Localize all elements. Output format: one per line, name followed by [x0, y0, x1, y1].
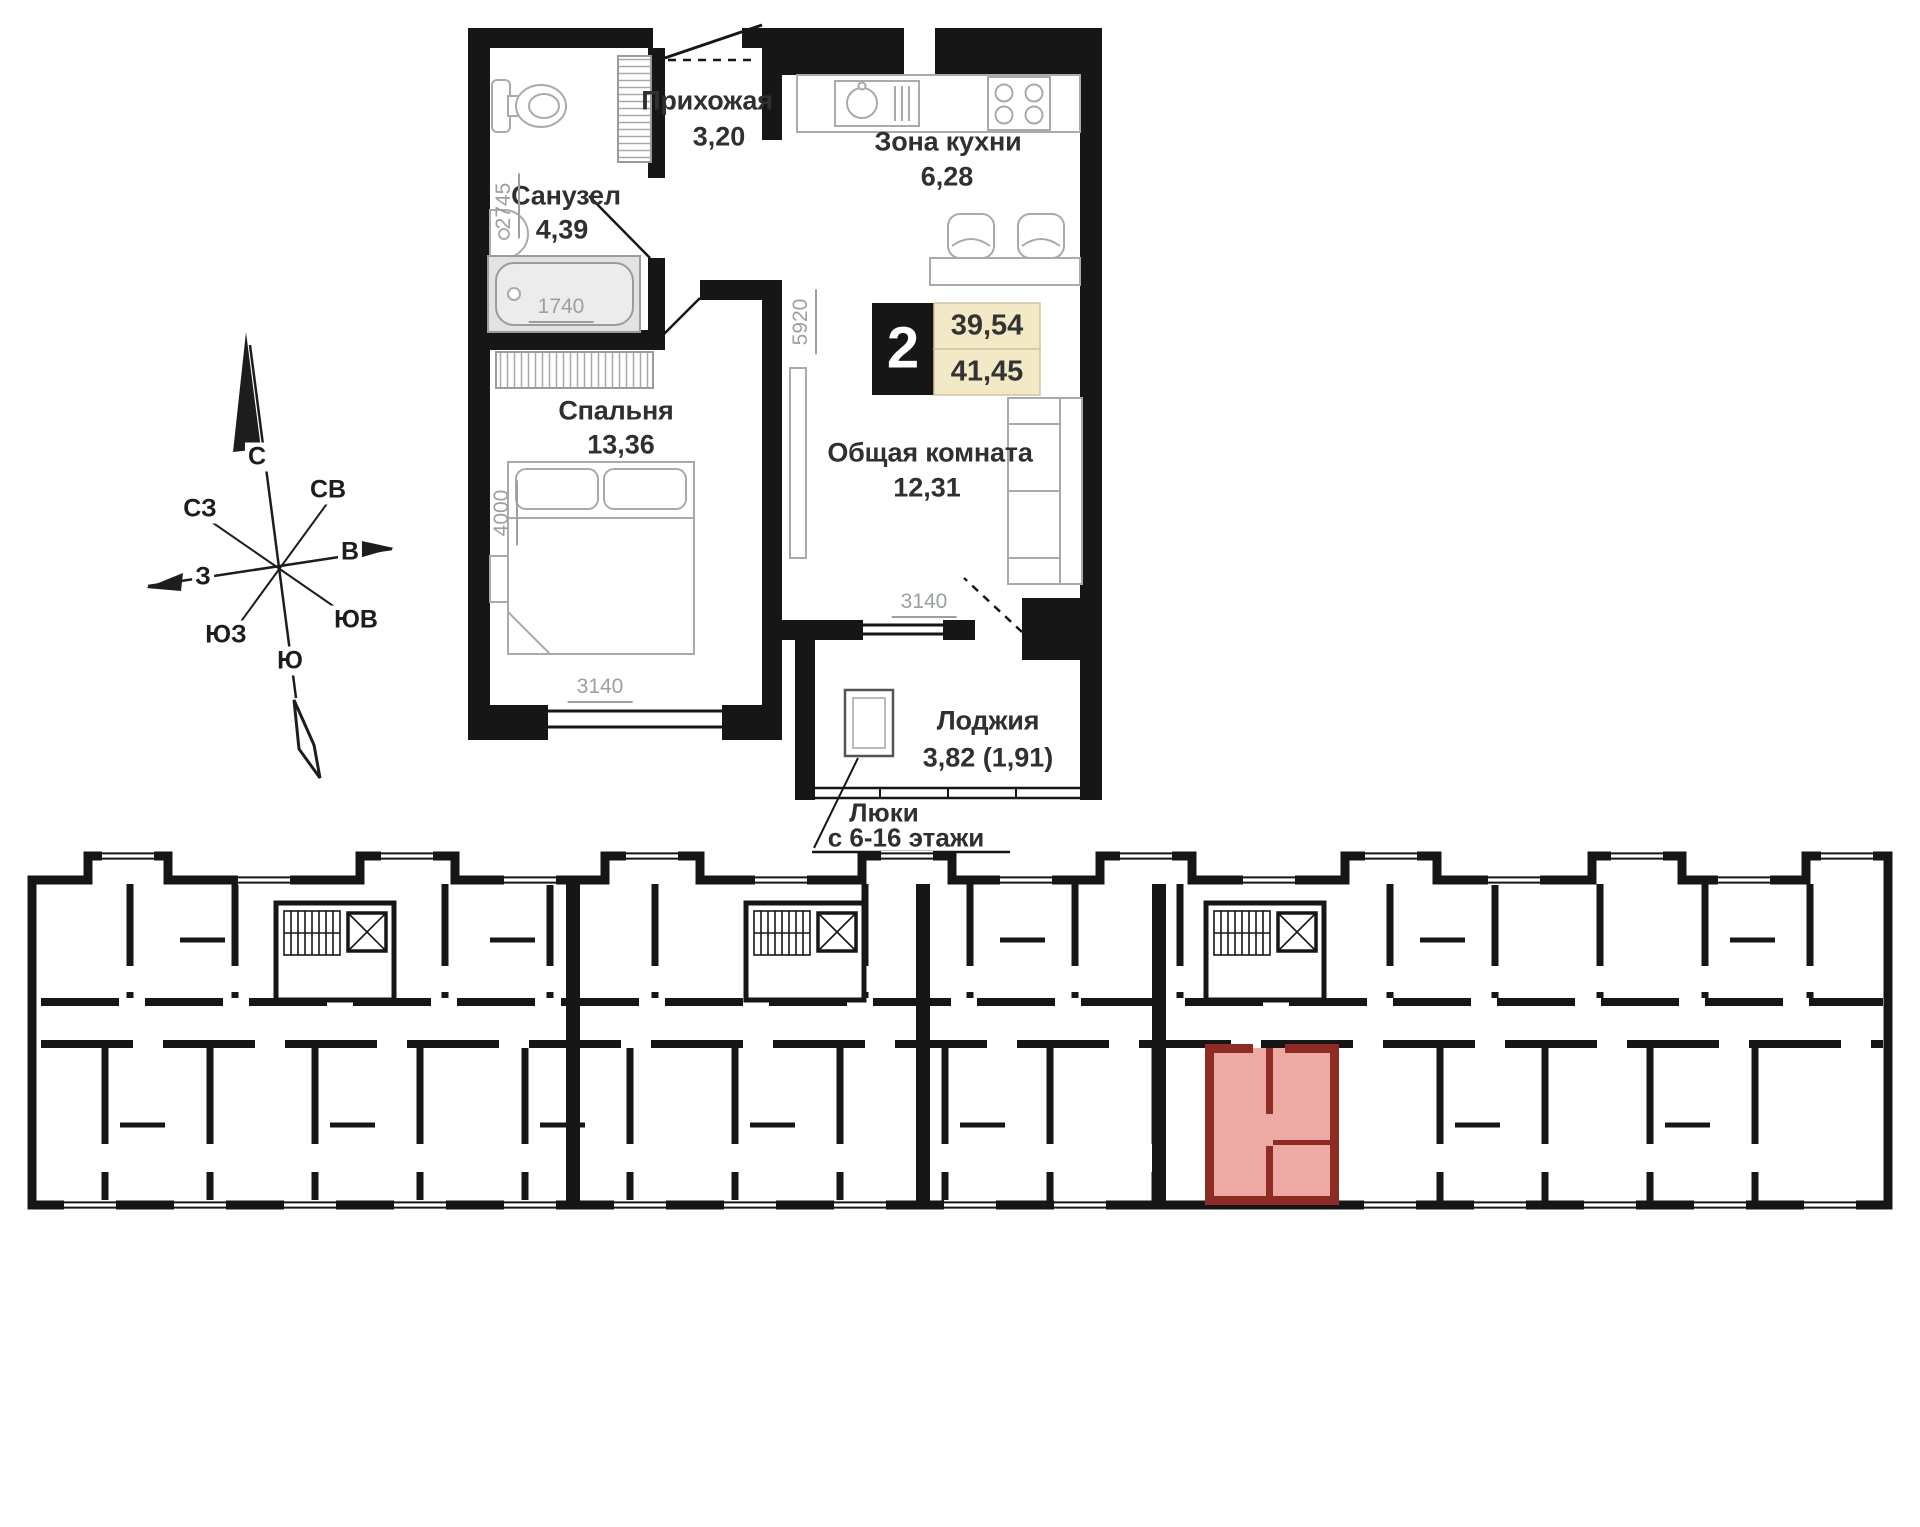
living-area: 12,31 [893, 472, 961, 503]
stair-core-1 [276, 903, 394, 1000]
toilet-icon [491, 79, 567, 133]
corridor-walls [41, 998, 1883, 1048]
dim-living-width: 3140 [891, 590, 957, 618]
bathroom-name: Санузел [511, 180, 621, 211]
west-arrow [146, 573, 183, 591]
tv-board-icon [789, 367, 807, 559]
apartment-plan [468, 23, 1102, 854]
compass-rose [146, 332, 394, 779]
bedroom-area: 13,36 [587, 429, 655, 460]
compass-south: Ю [274, 646, 306, 676]
dim-bedroom-depth: 4000 [490, 480, 518, 546]
bathroom-door-leaf [588, 195, 651, 259]
compass-north: С [244, 442, 270, 472]
dim-living-depth: 5920 [789, 289, 817, 355]
compass-southeast: ЮВ [331, 605, 381, 635]
compass-northwest: СЗ [180, 494, 220, 524]
dim-bedroom-width: 3140 [567, 675, 633, 703]
bedroom-door-leaf [654, 297, 701, 344]
living-name: Общая комната [827, 437, 1033, 468]
sofa-icon [1007, 397, 1083, 585]
highlighted-unit[interactable] [1205, 1044, 1339, 1205]
kitchen-area: 6,28 [920, 161, 974, 192]
apartment-openings [548, 23, 1080, 854]
note-leader-line [813, 757, 859, 849]
kitchen-counter-icon [796, 74, 1081, 133]
wardrobe-icon [495, 351, 654, 389]
bathtub-icon [487, 255, 641, 333]
note-hatches-line1: Люки [849, 797, 919, 828]
towel-radiator-icon [617, 55, 652, 163]
hallway-area: 3,20 [692, 121, 746, 152]
dim-bathtub-length: 1740 [528, 295, 594, 323]
compass-west: З [192, 562, 214, 592]
compass-east: В [337, 537, 363, 567]
loggia-cabinet-icon [843, 688, 895, 758]
apartment-walls [468, 28, 1102, 800]
stove-icon [987, 76, 1051, 131]
kitchen-name: Зона кухни [874, 126, 1022, 157]
loggia-door-swing [963, 577, 1023, 633]
stair-core-3 [1206, 903, 1324, 1000]
bedroom-name: Спальня [558, 395, 674, 426]
entrance-door-leaf [652, 23, 763, 64]
interior-stub-walls [120, 937, 1775, 1128]
badge-rooms-box [872, 303, 934, 395]
loggia-name: Лоджия [936, 705, 1040, 736]
south-arrow [292, 699, 322, 779]
dim-bathroom-depth: 2745 [492, 173, 520, 239]
compass-northeast: СВ [306, 475, 350, 505]
compass-southwest: ЮЗ [202, 620, 250, 650]
unit-area-living: 39,54 [950, 309, 1024, 342]
dining-set-icon [929, 213, 1081, 286]
east-arrow [357, 540, 394, 558]
unit-rooms-count: 2 [886, 315, 920, 381]
hallway-name: Прихожая [641, 85, 773, 116]
bed-icon [489, 461, 695, 655]
badge-total-area-box [933, 348, 1041, 396]
building-plan [27, 850, 1893, 1211]
loggia-area: 3,82 (1,91) [922, 742, 1054, 773]
note-hatches-line2: с 6-16 этажи [827, 822, 985, 853]
furniture [487, 55, 1083, 758]
bathroom-area: 4,39 [535, 214, 589, 245]
unit-info-badge [872, 302, 1041, 396]
stair-core-2 [746, 903, 864, 1000]
north-arrow [233, 332, 261, 452]
unit-area-total: 41,45 [950, 355, 1024, 388]
